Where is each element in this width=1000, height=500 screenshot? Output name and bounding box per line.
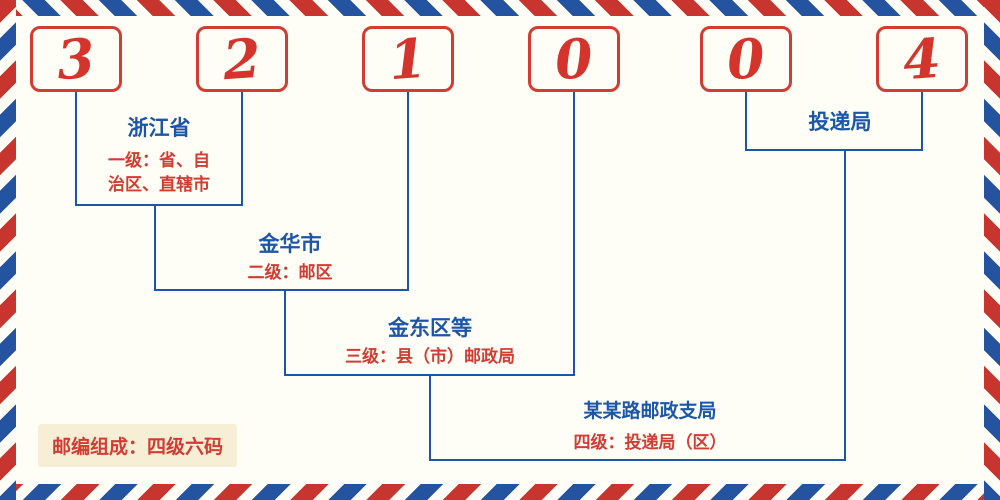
level3-desc: 三级：县（市）邮政局 [345,347,515,367]
level4-desc: 四级：投递局（区） [573,433,727,453]
digit-box-6: 4 [876,26,968,92]
airmail-border-bottom [0,484,1000,500]
digit-box-2: 2 [196,26,288,92]
digit-box-3: 1 [362,26,454,92]
level3-name: 金东区等 [388,316,472,340]
digit-box-5: 0 [700,26,792,92]
digit-2: 2 [221,25,263,93]
digit-box-4: 0 [528,26,620,92]
level2-name: 金华市 [258,232,322,256]
airmail-border-left [0,0,16,500]
footer-composition-badge: 邮编组成：四级六码 [38,424,238,467]
digit-4: 0 [553,25,595,93]
digit-3: 1 [387,25,429,93]
level2-desc: 二级：邮区 [247,263,333,283]
digit-box-1: 3 [30,26,122,92]
digit-5: 0 [725,25,767,93]
airmail-border-right [984,0,1000,500]
delivery-name: 投递局 [808,110,872,134]
digit-6: 4 [901,25,943,93]
level1-desc-line1: 一级：省、自 [108,151,210,171]
level4-name: 某某路邮政支局 [583,400,717,422]
level1-desc-line2: 治区、直辖市 [108,175,210,195]
digit-1: 3 [55,25,97,93]
level1-name: 浙江省 [127,116,191,140]
airmail-border-top [0,0,1000,16]
